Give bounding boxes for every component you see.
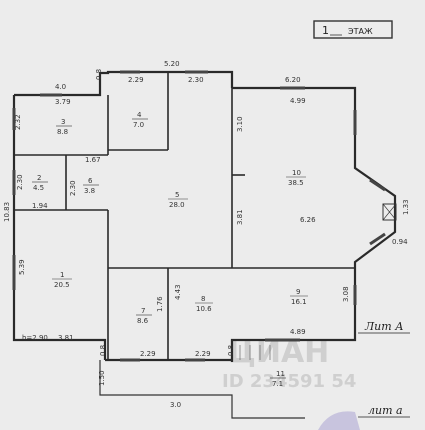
svg-text:9: 9 xyxy=(296,288,300,296)
dim-label: 6.26 xyxy=(300,216,316,224)
room-label-5: 528.0 xyxy=(168,191,188,209)
windows xyxy=(12,70,386,362)
dim-label: 3.81 xyxy=(58,334,74,342)
svg-text:16.1: 16.1 xyxy=(291,298,307,306)
svg-text:28.0: 28.0 xyxy=(169,201,185,209)
dim-label: 5.20 xyxy=(164,60,180,68)
dimension-labels: 4.0 5.20 6.20 3.79 2.29 2.30 4.99 2.32 3… xyxy=(3,60,410,409)
dim-label: 1.76 xyxy=(156,296,164,312)
dim-label: 4.43 xyxy=(174,284,182,300)
floor-number: 1 xyxy=(322,24,329,37)
dim-label: 2.29 xyxy=(128,76,144,84)
svg-text:10.6: 10.6 xyxy=(196,305,212,313)
svg-text:2: 2 xyxy=(37,174,41,182)
svg-text:20.5: 20.5 xyxy=(54,281,70,289)
dim-label: 3.79 xyxy=(55,98,71,106)
dim-label: 0.94 xyxy=(392,238,408,246)
svg-text:5: 5 xyxy=(175,191,179,199)
floor-text: ЭТАЖ xyxy=(348,27,373,36)
room-label-2: 24.5 xyxy=(32,174,48,192)
svg-text:6: 6 xyxy=(88,177,93,185)
watermark-id: ID 234591 54 xyxy=(222,371,356,392)
dim-label: 10.83 xyxy=(3,202,11,222)
interior-walls xyxy=(14,72,355,362)
dim-label: 5.39 xyxy=(18,259,26,275)
svg-text:4: 4 xyxy=(137,111,142,119)
dim-label: 0.8 xyxy=(227,345,235,356)
lit-a-label: Лит А xyxy=(364,320,404,333)
height-note: h=2.90 xyxy=(22,334,48,342)
dim-label: 4.0 xyxy=(55,83,66,91)
svg-text:1: 1 xyxy=(60,271,64,279)
room-label-3: 38.8 xyxy=(56,118,72,136)
room-label-11: 117.1 xyxy=(270,370,286,388)
room-label-9: 916.1 xyxy=(290,288,308,306)
dim-label: 3.10 xyxy=(236,116,244,132)
dim-label: 2.30 xyxy=(69,180,77,196)
dim-label: 6.20 xyxy=(285,76,301,84)
floor-stamp: 1 ЭТАЖ xyxy=(313,20,393,39)
svg-text:8: 8 xyxy=(201,295,205,303)
dim-label: 0.8 xyxy=(99,345,107,356)
svg-text:8.6: 8.6 xyxy=(137,317,149,325)
svg-text:11: 11 xyxy=(276,370,285,378)
lit-a-small-label: лит а xyxy=(368,404,403,417)
svg-text:4.5: 4.5 xyxy=(33,184,44,192)
dim-label: 3.0 xyxy=(170,401,181,409)
svg-text:7.0: 7.0 xyxy=(133,121,144,129)
dim-label: 1.50 xyxy=(98,370,106,386)
bay-detail xyxy=(382,203,397,221)
dim-label: 2.30 xyxy=(188,76,204,84)
dim-label: 2.29 xyxy=(140,350,156,358)
dim-label: 3.08 xyxy=(342,286,350,302)
stamp-corner xyxy=(318,411,360,430)
dim-label: 0.8 xyxy=(95,69,103,80)
room-label-6: 63.8 xyxy=(83,177,99,195)
room-label-7: 78.6 xyxy=(136,307,152,325)
room-label-10: 10 38.5 xyxy=(286,169,306,187)
dim-label: 2.32 xyxy=(14,114,22,130)
dim-label: 1.33 xyxy=(402,199,410,215)
svg-text:3.8: 3.8 xyxy=(84,187,95,195)
svg-text:7.1: 7.1 xyxy=(272,380,283,388)
svg-text:7: 7 xyxy=(141,307,145,315)
svg-text:3: 3 xyxy=(61,118,65,126)
porch-hatching xyxy=(239,345,271,360)
dim-label: 2.29 xyxy=(195,350,211,358)
dim-label: 3.81 xyxy=(236,209,244,225)
svg-text:10: 10 xyxy=(292,169,301,177)
dim-label: 2.30 xyxy=(16,174,24,190)
svg-text:38.5: 38.5 xyxy=(288,179,304,187)
dim-label: 1.94 xyxy=(32,202,48,210)
svg-text:8.8: 8.8 xyxy=(57,128,68,136)
room-label-8: 810.6 xyxy=(195,295,213,313)
dim-label: 1.67 xyxy=(85,156,101,164)
dim-label: 4.99 xyxy=(290,97,306,105)
room-label-1: 120.5 xyxy=(52,271,72,289)
dim-label: 4.89 xyxy=(290,328,306,336)
room-label-4: 47.0 xyxy=(132,111,148,129)
